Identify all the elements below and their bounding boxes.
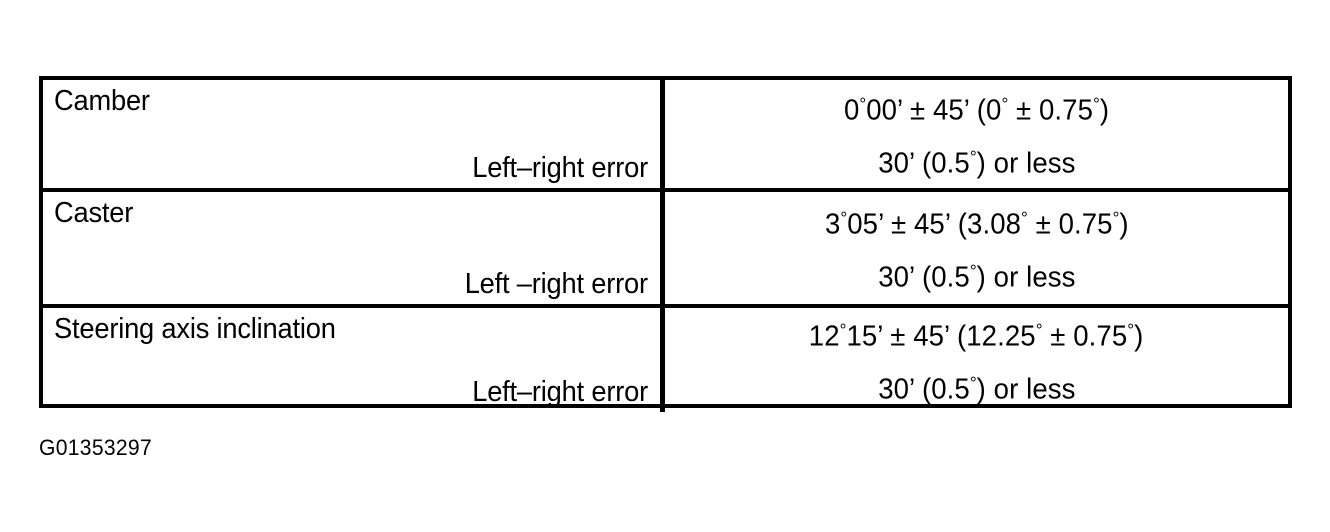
table-cell-spec-name: Steering axis inclination Left–right err…: [43, 308, 665, 412]
spec-name-primary: Steering axis inclination: [54, 313, 336, 345]
table-row: Steering axis inclination Left–right err…: [43, 304, 1288, 412]
table-cell-spec-value: 0°00’ ± 45’ (0° ± 0.75°) 30’ (0.5°) or l…: [665, 80, 1288, 188]
degree-symbol: °: [1020, 208, 1028, 229]
degree-symbol: °: [969, 372, 977, 393]
spec-name-secondary: Left–right error: [472, 376, 648, 408]
spec-value-line-1: 0°00’ ± 45’ (0° ± 0.75°): [843, 94, 1110, 127]
table-cell-spec-value: 12°15’ ± 45’ (12.25° ± 0.75°) 30’ (0.5°)…: [665, 308, 1288, 412]
spec-value-line-2: 30’ (0.5°) or less: [877, 260, 1076, 293]
degree-symbol: °: [1112, 208, 1120, 229]
degree-symbol: °: [859, 94, 867, 115]
wheel-alignment-spec-table: Camber Left–right error 0°00’ ± 45’ (0° …: [39, 76, 1292, 412]
spec-value-line-2: 30’ (0.5°) or less: [877, 372, 1076, 405]
degree-symbol: °: [969, 260, 977, 281]
table-cell-spec-value: 3°05’ ± 45’ (3.08° ± 0.75°) 30’ (0.5°) o…: [665, 192, 1288, 304]
figure-caption: G01353297: [39, 435, 152, 460]
spec-value-line-1: 3°05’ ± 45’ (3.08° ± 0.75°): [824, 208, 1129, 241]
spec-value-line-1: 12°15’ ± 45’ (12.25° ± 0.75°): [809, 320, 1144, 353]
table-row: Caster Left –right error 3°05’ ± 45’ (3.…: [43, 188, 1288, 304]
degree-symbol: °: [840, 208, 847, 229]
degree-symbol: °: [969, 146, 977, 167]
degree-symbol: °: [1036, 320, 1043, 341]
spec-name-primary: Camber: [54, 85, 150, 117]
table-row: Camber Left–right error 0°00’ ± 45’ (0° …: [43, 80, 1288, 188]
spec-name-primary: Caster: [54, 197, 134, 229]
degree-symbol: °: [1127, 320, 1135, 341]
spec-name-secondary: Left –right error: [464, 268, 648, 300]
table-cell-spec-name: Caster Left –right error: [43, 192, 665, 304]
table-cell-spec-name: Camber Left–right error: [43, 80, 665, 188]
spec-name-secondary: Left–right error: [472, 152, 648, 184]
degree-symbol: °: [840, 320, 847, 341]
degree-symbol: °: [1092, 94, 1100, 115]
degree-symbol: °: [1001, 94, 1009, 115]
spec-value-line-2: 30’ (0.5°) or less: [877, 146, 1076, 179]
